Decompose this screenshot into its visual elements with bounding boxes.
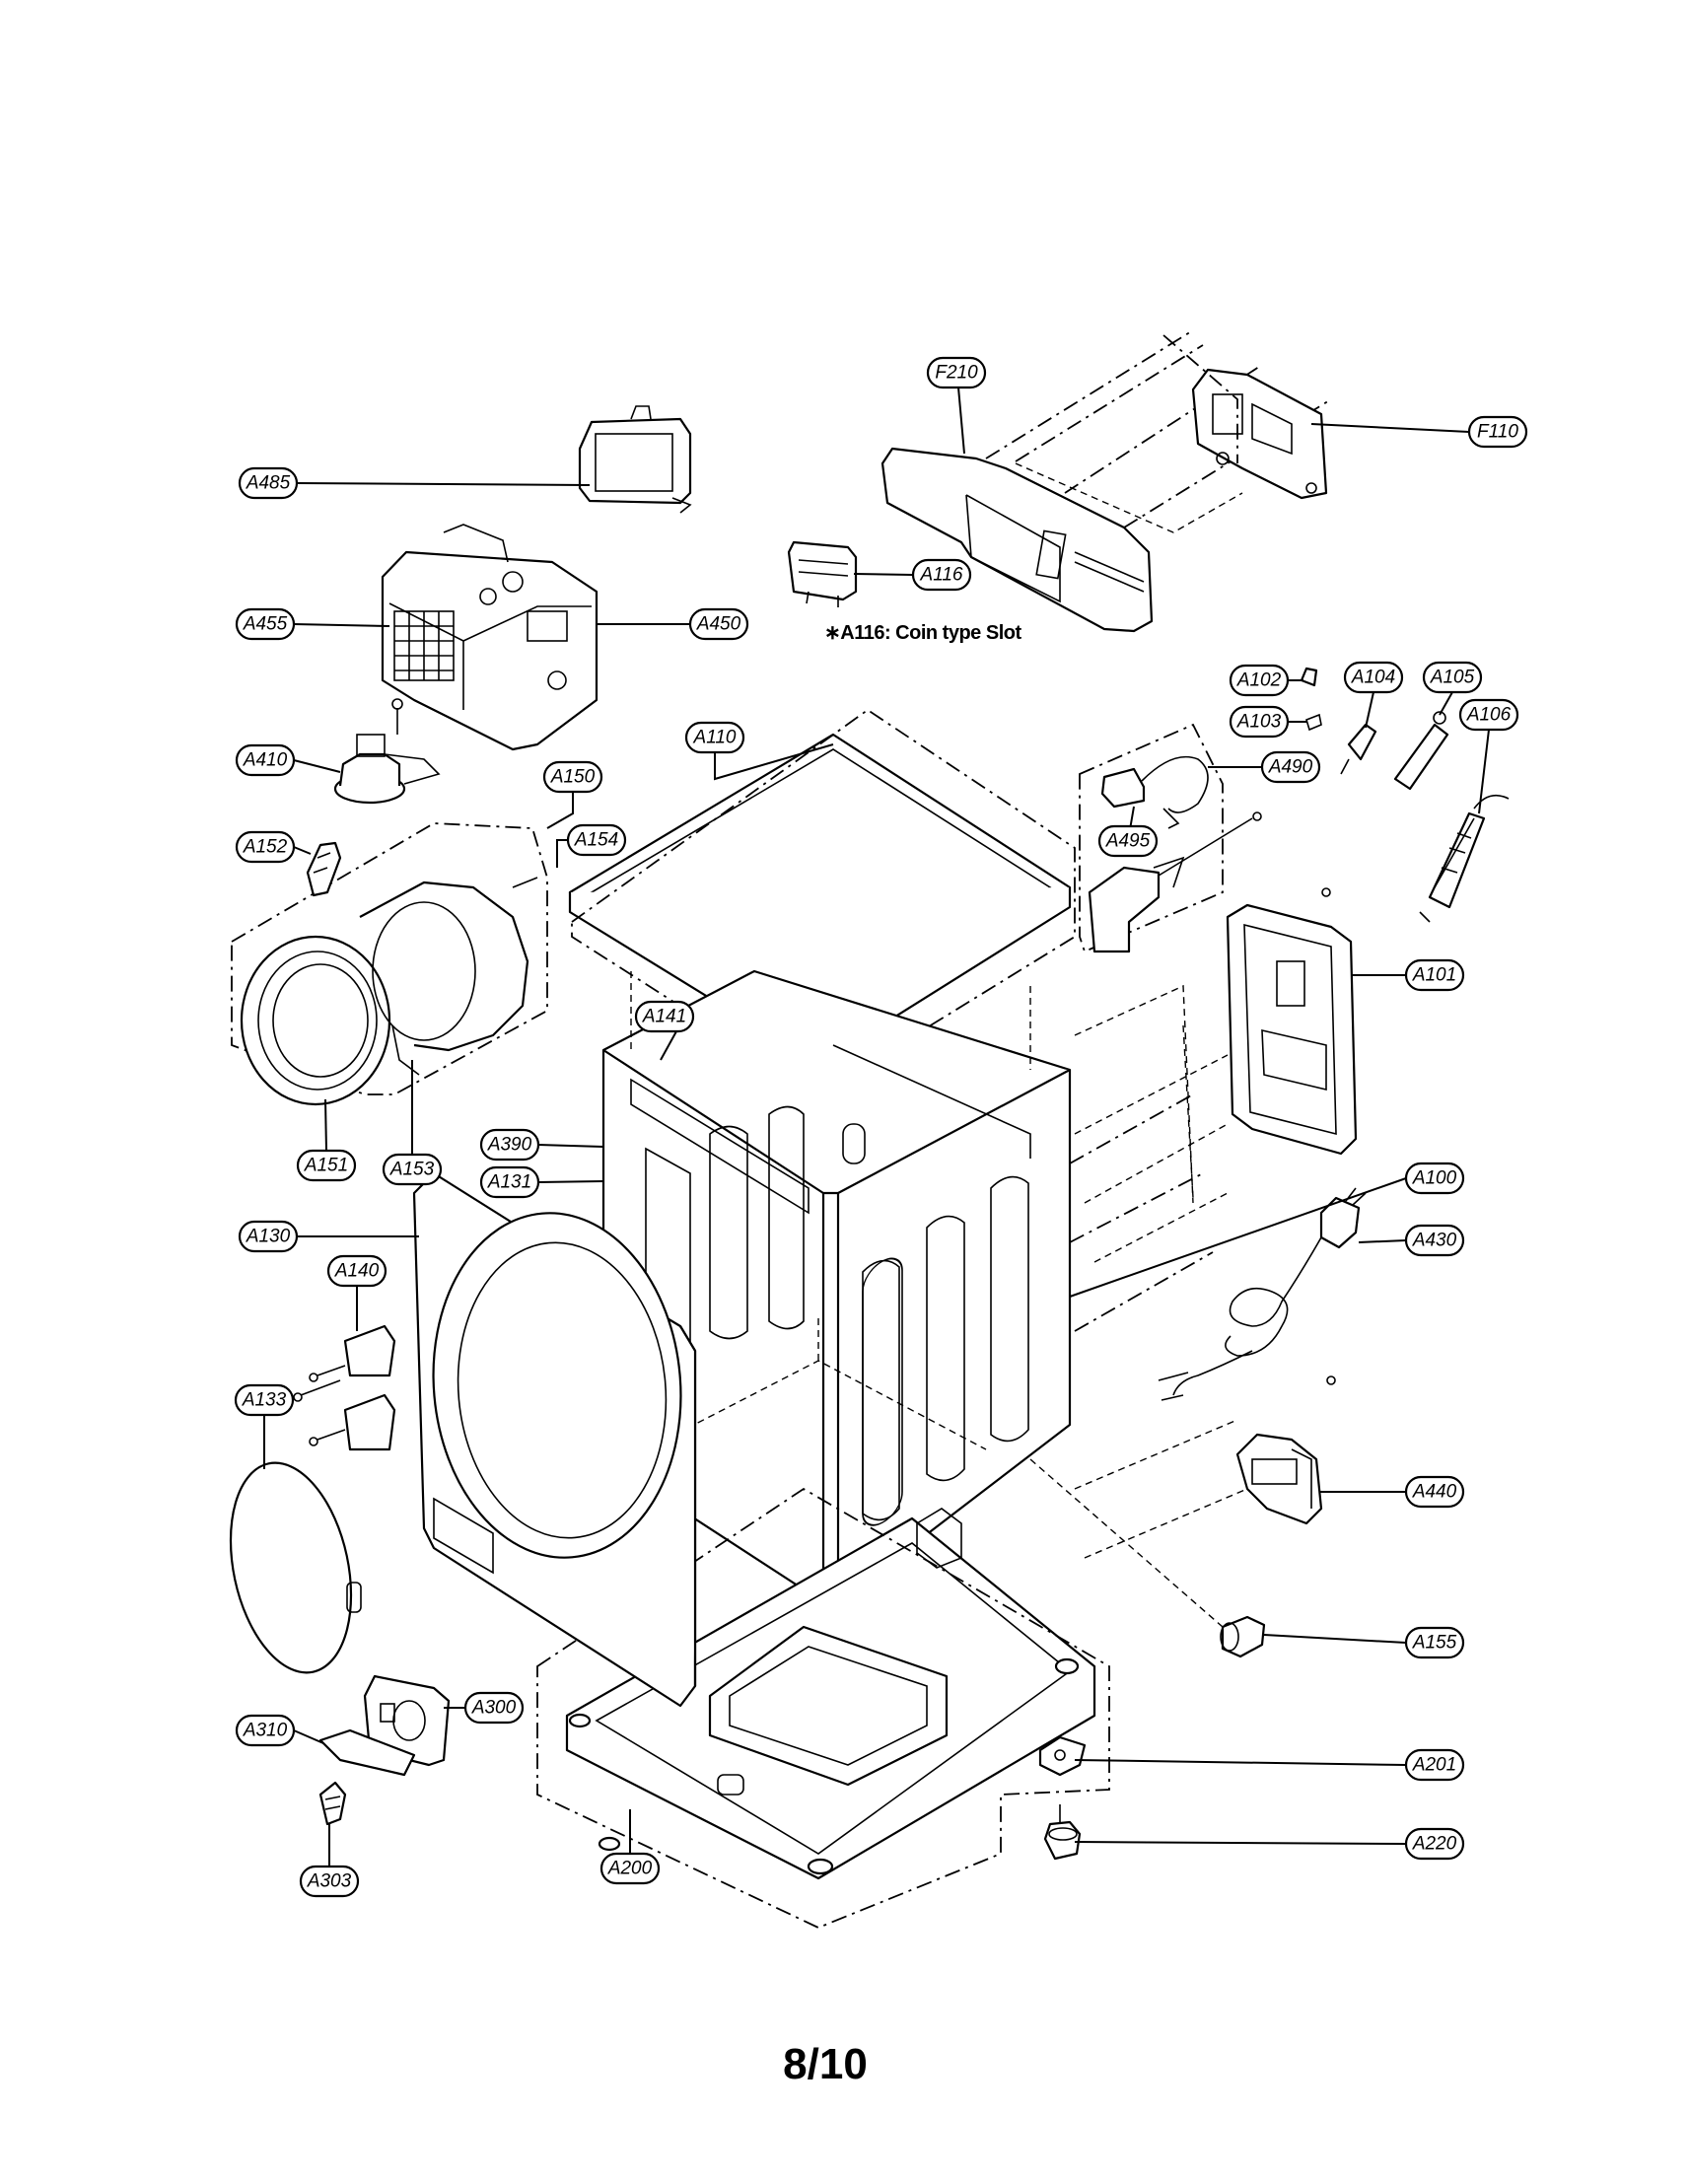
callout-a201: A201 (1404, 1748, 1465, 1782)
svg-text:A300: A300 (471, 1698, 517, 1719)
svg-text:A103: A103 (1236, 712, 1282, 733)
svg-text:A102: A102 (1236, 670, 1282, 691)
callout-a303: A303 (299, 1865, 360, 1898)
clamp-a133-drawing (229, 1461, 362, 1674)
svg-text:A104: A104 (1351, 668, 1395, 688)
callout-a450: A450 (688, 607, 749, 641)
callout-a440: A440 (1404, 1475, 1465, 1509)
callout-a152: A152 (235, 830, 296, 864)
callout-a300: A300 (463, 1691, 525, 1725)
callout-a102: A102 (1229, 664, 1290, 697)
callout-a390: A390 (479, 1128, 540, 1162)
svg-text:A152: A152 (243, 837, 288, 858)
callout-a154: A154 (566, 823, 627, 857)
selector-a410-drawing (333, 698, 441, 805)
svg-text:A430: A430 (1412, 1231, 1457, 1251)
callout-a200: A200 (599, 1852, 661, 1885)
callout-a131: A131 (479, 1165, 540, 1199)
front-panel-a130-drawing (412, 1171, 697, 1708)
svg-text:A116: A116 (920, 565, 963, 586)
leg-a201-drawing (1038, 1735, 1087, 1861)
svg-text:A150: A150 (550, 767, 596, 788)
callout-a140: A140 (326, 1254, 387, 1288)
svg-text:A155: A155 (1412, 1633, 1457, 1654)
callout-a110: A110 (684, 721, 745, 754)
svg-text:A495: A495 (1105, 831, 1151, 852)
svg-text:A141: A141 (642, 1007, 686, 1027)
svg-text:A200: A200 (607, 1859, 653, 1879)
callout-a151: A151 (296, 1149, 357, 1182)
svg-text:A100: A100 (1412, 1168, 1457, 1189)
parts-artwork (229, 329, 1510, 1929)
svg-text:A440: A440 (1412, 1482, 1457, 1503)
callout-a100: A100 (1404, 1162, 1465, 1195)
callout-a150: A150 (542, 760, 603, 794)
callout-a116: A116 (911, 558, 972, 592)
svg-text:A450: A450 (696, 614, 741, 635)
svg-text:A130: A130 (246, 1227, 291, 1247)
callout-a104: A104 (1343, 661, 1404, 694)
svg-text:A105: A105 (1430, 668, 1475, 688)
small-parts-drawing (1300, 667, 1510, 923)
callout-a485: A485 (238, 466, 299, 500)
callout-f210: F210 (926, 356, 987, 389)
callout-a410: A410 (235, 743, 296, 777)
callout-a133: A133 (234, 1383, 295, 1417)
svg-text:A101: A101 (1412, 965, 1456, 986)
callout-a495: A495 (1097, 824, 1159, 858)
svg-text:A455: A455 (243, 614, 288, 635)
hinge-a140-drawing (293, 1324, 396, 1451)
svg-text:A153: A153 (389, 1160, 435, 1180)
drawer-f210-drawing (880, 329, 1332, 633)
pcb-a450-drawing (381, 524, 599, 751)
svg-text:A154: A154 (574, 830, 618, 851)
svg-text:A106: A106 (1466, 705, 1512, 726)
svg-text:A140: A140 (334, 1261, 380, 1282)
svg-text:A133: A133 (242, 1390, 287, 1411)
callout-a101: A101 (1404, 958, 1465, 992)
callout-a490: A490 (1260, 750, 1321, 784)
svg-text:A110: A110 (693, 728, 737, 748)
callout-a130: A130 (238, 1220, 299, 1253)
coin-slot-a116-drawing (787, 540, 858, 607)
svg-text:A410: A410 (243, 750, 288, 771)
svg-text:F210: F210 (935, 363, 978, 384)
svg-text:F110: F110 (1477, 422, 1518, 443)
callout-a141: A141 (634, 1000, 695, 1033)
svg-text:A485: A485 (246, 473, 291, 494)
handle-a152-drawing (306, 841, 342, 897)
svg-text:A220: A220 (1412, 1834, 1457, 1855)
cabinet-a100-drawing (601, 969, 1214, 1604)
coin-slot-note: ∗A116: Coin type Slot (824, 622, 1021, 644)
svg-text:A310: A310 (243, 1721, 288, 1741)
power-cord-a430-drawing (1158, 1187, 1367, 1401)
svg-text:A201: A201 (1412, 1755, 1456, 1776)
callout-a106: A106 (1458, 698, 1519, 732)
svg-text:A131: A131 (487, 1172, 531, 1193)
svg-text:A390: A390 (487, 1135, 532, 1156)
callout-a105: A105 (1422, 661, 1483, 694)
page-number: 8/10 (783, 2040, 868, 2088)
pcb-a485-drawing (578, 405, 692, 514)
leader-lines (263, 387, 1490, 1867)
callout-a310: A310 (235, 1714, 296, 1747)
svg-text:A303: A303 (307, 1871, 352, 1892)
callout-a153: A153 (382, 1153, 443, 1186)
callout-a430: A430 (1404, 1224, 1465, 1257)
callout-a220: A220 (1404, 1827, 1465, 1861)
door-assembly-a150-drawing (231, 822, 548, 1106)
callout-a103: A103 (1229, 705, 1290, 739)
dispenser-f110-drawing (1162, 334, 1328, 500)
filter-a440-drawing (1074, 1375, 1336, 1559)
svg-text:A490: A490 (1268, 757, 1313, 778)
callout-f110: F110 (1467, 415, 1528, 449)
pump-cover-a300-drawing (318, 1674, 451, 1826)
sensor-a490-drawing (1079, 723, 1262, 953)
back-cover-a101-drawing (1074, 887, 1358, 1263)
callout-a155: A155 (1404, 1626, 1465, 1659)
svg-text:A151: A151 (304, 1156, 348, 1176)
callout-a455: A455 (235, 607, 296, 641)
cap-a155-drawing (1029, 1458, 1266, 1658)
